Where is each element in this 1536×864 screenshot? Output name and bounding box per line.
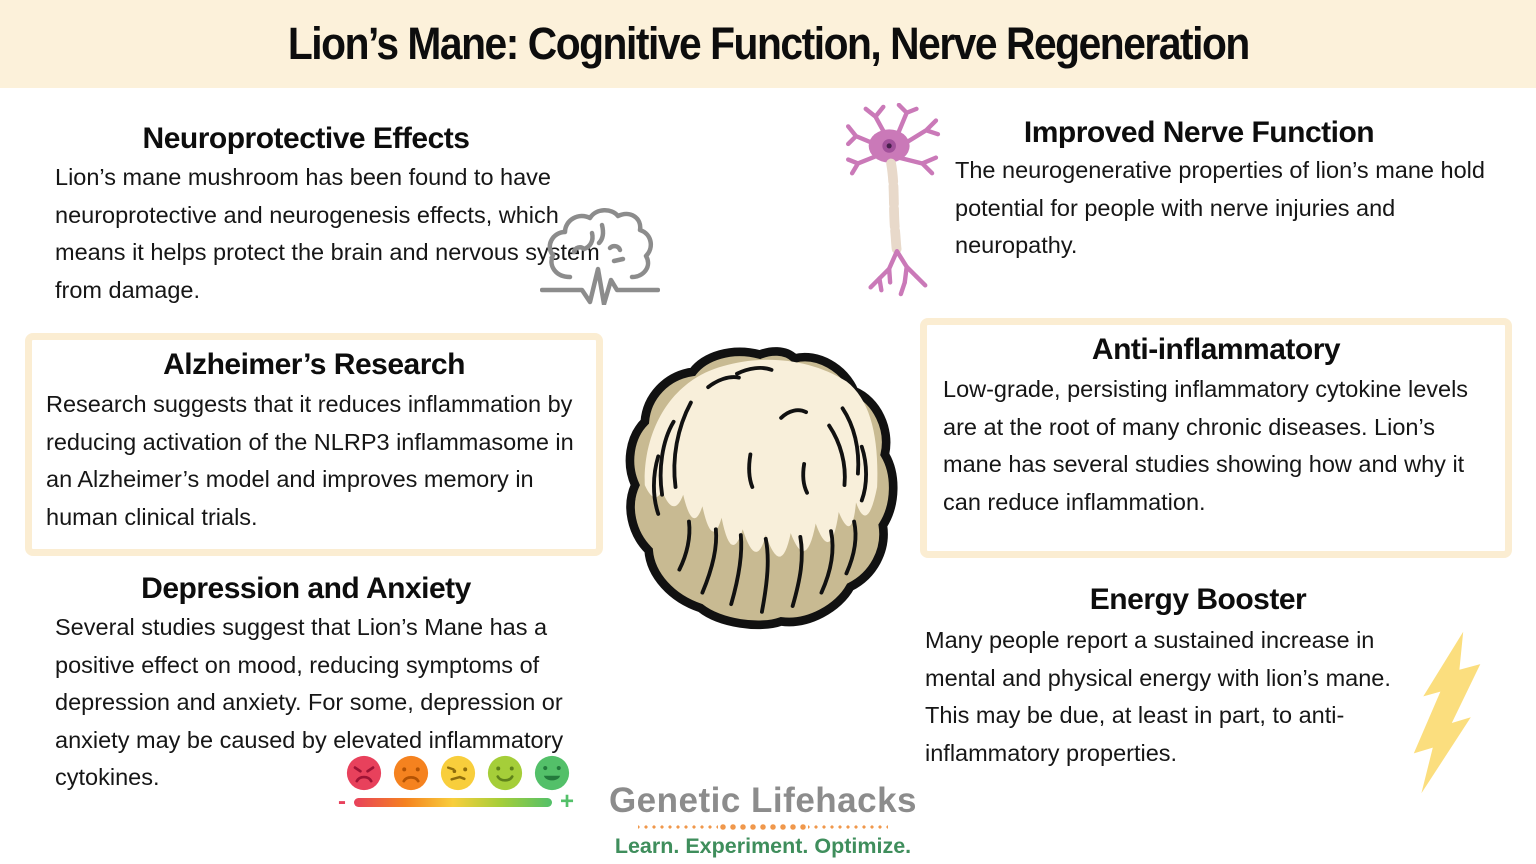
antiinflammatory-body: Low-grade, persisting inflammatory cytok… (943, 376, 1469, 515)
mood-gradient-bar (354, 797, 552, 807)
mood-minus-label: - (338, 788, 346, 815)
energy-heading: Energy Booster (1089, 583, 1307, 616)
neuron-icon (845, 102, 945, 298)
unsure-face-icon (440, 755, 476, 791)
lightning-bolt-icon (1410, 628, 1486, 798)
nerve-heading: Improved Nerve Function (1023, 116, 1375, 149)
logo-dotted-divider (638, 823, 888, 830)
header-band: Lion’s Mane: Cognitive Function, Nerve R… (0, 0, 1536, 88)
alzheimers-heading: Alzheimer’s Research (163, 348, 465, 381)
sad-face-icon (393, 755, 429, 791)
energy-body: Many people report a sustained increase … (925, 627, 1391, 766)
logo-name: Genetic Lifehacks (608, 781, 918, 820)
logo-dots-right (808, 824, 888, 829)
depression-heading: Depression and Anxiety (141, 572, 471, 605)
logo-dots-center (718, 823, 808, 830)
mood-faces-row (346, 755, 570, 791)
alzheimers-body: Research suggests that it reduces inflam… (46, 391, 574, 530)
mood-plus-label: + (560, 788, 575, 815)
antiinflammatory-heading: Anti-inflammatory (1091, 333, 1341, 366)
neuroprotective-heading: Neuroprotective Effects (142, 122, 470, 155)
brain-pulse-icon (539, 205, 661, 307)
logo-dots-left (638, 824, 718, 829)
page-title: Lion’s Mane: Cognitive Function, Nerve R… (287, 18, 1249, 69)
smile-face-icon (487, 755, 523, 791)
alzheimers-box: Alzheimer’s Research Research suggests t… (25, 333, 603, 556)
neuroprotective-body: Lion’s mane mushroom has been found to h… (55, 164, 600, 303)
mood-gradient-scale: - + (338, 788, 575, 815)
nerve-body: The neurogenerative properties of lion’s… (955, 157, 1485, 258)
logo-tagline: Learn. Experiment. Optimize. (614, 834, 912, 858)
antiinflammatory-box: Anti-inflammatory Low-grade, persisting … (920, 318, 1512, 558)
lions-mane-mushroom-illustration (616, 340, 904, 635)
happy-face-icon (534, 755, 570, 791)
angry-face-icon (346, 755, 382, 791)
genetic-lifehacks-logo: Genetic Lifehacks Learn. Experiment. Opt… (593, 781, 933, 859)
depression-body: Several studies suggest that Lion’s Mane… (55, 614, 564, 790)
